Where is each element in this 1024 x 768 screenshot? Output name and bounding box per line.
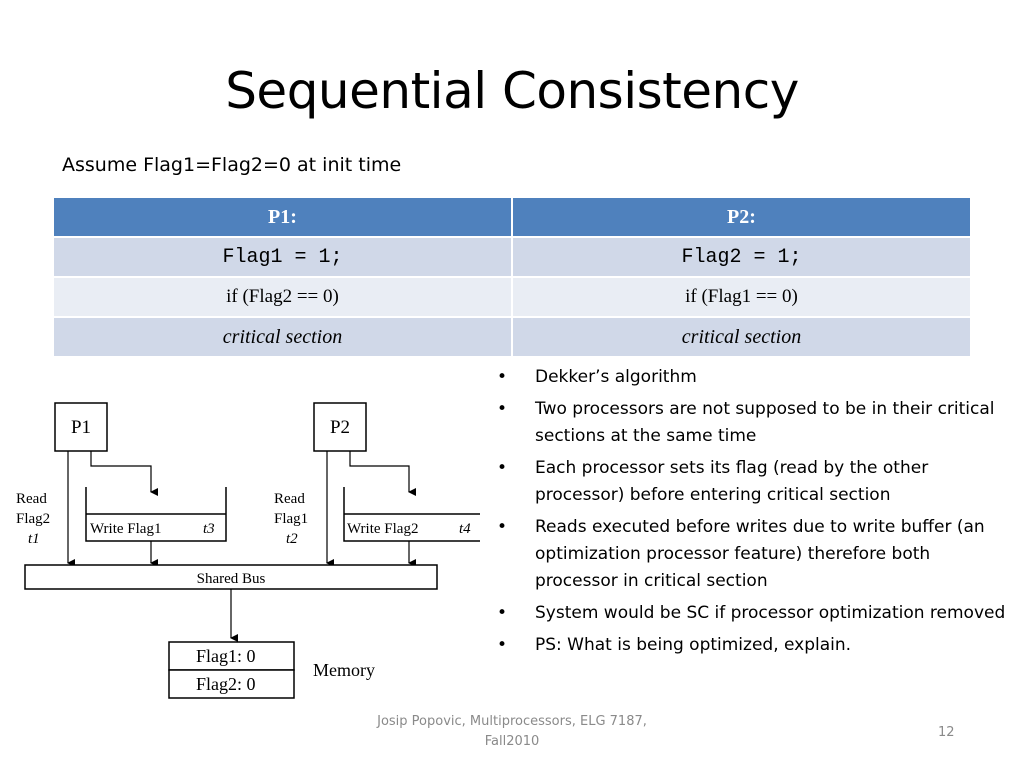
bullet-text: System would be SC if processor optimiza… [535,603,1006,623]
cell-p2-critical-section: critical section [511,316,972,358]
list-item: • Each processor sets its flag (read by t… [497,455,1012,509]
page-number: 12 [938,725,955,740]
read1-line2: Flag2 [16,511,50,527]
shared-bus [24,564,438,590]
write-buffer-2-label: Write Flag2 [347,521,418,537]
bullet-dot: • [497,399,508,419]
memory-flag1-label: Flag1: 0 [196,646,256,666]
memory-flag2-label: Flag2: 0 [196,674,256,694]
shared-bus-label: Shared Bus [197,571,266,587]
cell-p2-set-flag: Flag2 = 1; [511,236,972,278]
bullet-dot: • [497,517,508,537]
bullet-text: PS: What is being optimized, explain. [535,635,852,655]
header-p2: P2: [511,196,972,238]
cell-p1-critical-section: critical section [52,316,513,358]
code-table: P1: P2: Flag1 = 1; Flag2 = 1; if (Flag2 … [52,196,972,358]
slide-title: Sequential Consistency [225,62,799,120]
cell-p1-check-flag: if (Flag2 == 0) [52,276,513,318]
header-p1: P1: [52,196,513,238]
list-item: • PS: What is being optimized, explain. [497,632,1012,659]
p2-label: P2 [330,417,350,438]
write-buffer-1-time: t3 [203,521,215,537]
p2-write-arrow [349,451,416,496]
bullet-list: • Dekker’s algorithm • Two processors are … [497,364,1012,664]
list-item: • System would be SC if processor optimiz… [497,600,1012,627]
bullet-text: Dekker’s algorithm [535,367,697,387]
read2-line1: Read [274,491,305,507]
table-row: if (Flag2 == 0) if (Flag1 == 0) [52,276,972,318]
assumption-text: Assume Flag1=Flag2=0 at init time [62,154,402,176]
list-item: • Dekker’s algorithm [497,364,1012,391]
bullet-text: Each processor sets its flag (read by th… [535,458,929,505]
memory-cell-flag2 [168,669,295,699]
memory-label: Memory [313,660,375,680]
cell-p1-set-flag: Flag1 = 1; [52,236,513,278]
bullet-text: Reads executed before writes due to writ… [535,517,985,591]
bullet-text: Two processors are not supposed to be in… [535,399,995,446]
p1-write-arrow [90,451,158,496]
processor-memory-diagram: P1 P2 Write Flag1 t3 Write Flag2 t4 Read… [16,402,480,699]
list-item: • Two processors are not supposed to be i… [497,396,1012,450]
table-header-row: P1: P2: [52,196,972,238]
bullet-dot: • [497,635,508,655]
table-row: Flag1 = 1; Flag2 = 1; [52,236,972,278]
read2-line2: Flag1 [274,511,308,527]
read1-time: t1 [28,531,40,547]
read2-time: t2 [286,531,298,547]
bullet-dot: • [497,603,508,623]
read1-line1: Read [16,491,47,507]
write-buffer-2-time: t4 [459,521,471,537]
p1-box [54,402,108,452]
bullet-dot: • [497,367,508,387]
cell-p2-check-flag: if (Flag1 == 0) [511,276,972,318]
memory-cell-flag1 [168,641,295,671]
footer-text: Josip Popovic, Multiprocessors, ELG 7187… [377,714,647,749]
p2-box [313,402,367,452]
table-row: critical section critical section [52,316,972,358]
list-item: • Reads executed before writes due to wri… [497,514,1012,595]
bullet-dot: • [497,458,508,478]
write-buffer-1-label: Write Flag1 [90,521,161,537]
p1-label: P1 [71,417,91,438]
